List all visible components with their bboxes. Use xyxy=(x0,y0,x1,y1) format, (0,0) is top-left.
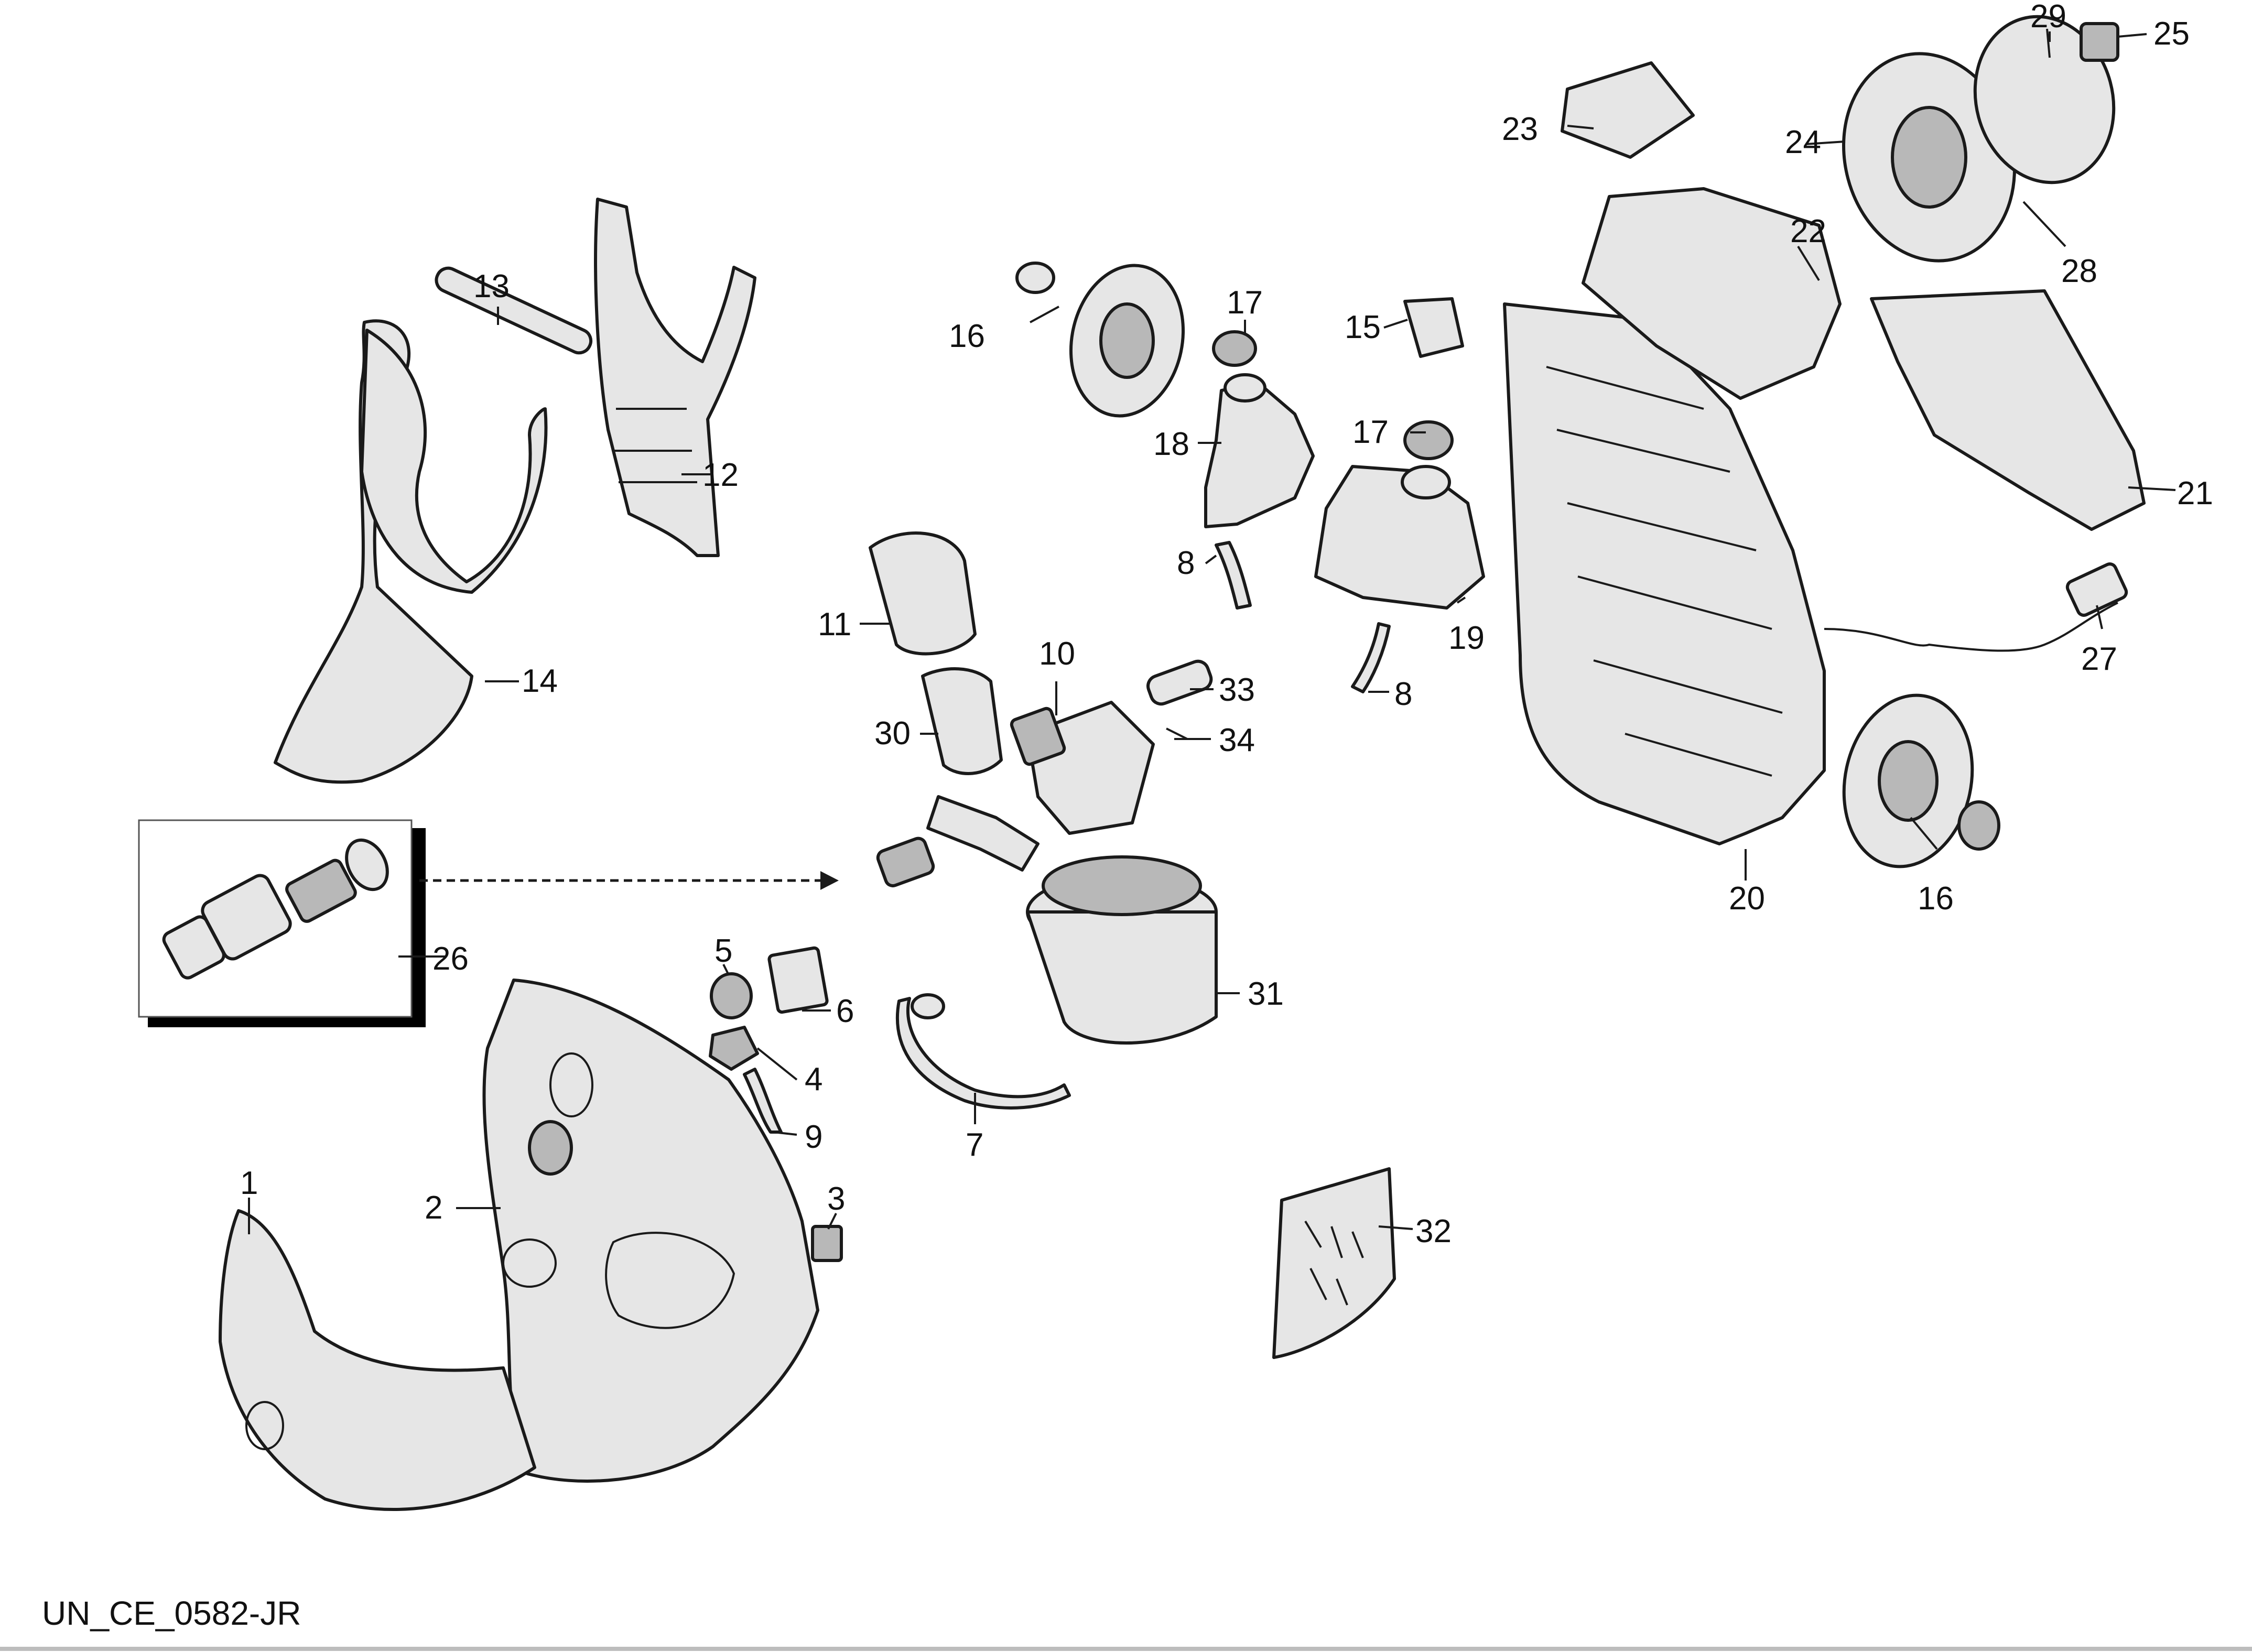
part-23-bracket xyxy=(1561,61,1695,159)
pump-inlet-pipe xyxy=(926,795,1040,872)
callout-2: 2 xyxy=(425,1190,442,1226)
part-7-clamp-strap xyxy=(895,997,1071,1110)
part-12-handle-frame xyxy=(594,198,756,557)
callout-33: 33 xyxy=(1219,672,1255,708)
part-30-filter-insert xyxy=(921,667,1003,775)
inset-link-arrowhead xyxy=(820,871,839,890)
front-cover-hole xyxy=(245,1401,284,1450)
part-16-wheel-lower-hub xyxy=(1878,740,1939,822)
part-26-inlet-coupling xyxy=(162,838,389,980)
part-19-water-tank xyxy=(1314,465,1485,610)
callout-5: 5 xyxy=(714,933,732,969)
part-22-top-cover xyxy=(1582,187,1842,400)
callouts: 1 2 3 4 5 6 7 8 8 9 10 11 12 13 14 15 16… xyxy=(240,0,2213,1249)
callout-12: 12 xyxy=(702,457,739,493)
part-18-detergent-bottle xyxy=(1204,381,1315,528)
part-28-reel-back xyxy=(1973,15,2116,184)
part-34-pin xyxy=(1166,727,1188,740)
part-3-switch xyxy=(811,1225,843,1262)
part-27-plug xyxy=(2065,562,2128,617)
part-17-cap-lower xyxy=(1403,420,1454,460)
housing-window xyxy=(605,1232,735,1329)
pump-inlet-fitting xyxy=(876,836,935,888)
part-7-clamp-tab xyxy=(911,993,945,1019)
callout-14: 14 xyxy=(522,663,558,699)
callout-15: 15 xyxy=(1345,309,1381,345)
part-17-cap-top xyxy=(1212,330,1257,367)
callout-32: 32 xyxy=(1415,1213,1452,1249)
part-21-side-cover xyxy=(1870,289,2146,531)
leader-lines xyxy=(248,31,2176,1234)
part-16-hubcap-top xyxy=(1015,262,1055,294)
part-32-screws xyxy=(1304,1220,1364,1306)
part-24-reel-front-hub xyxy=(1891,106,1967,209)
part-32-screw-bag xyxy=(1272,1167,1396,1359)
part-10-pump-block xyxy=(1010,707,1066,766)
callout-13: 13 xyxy=(473,268,510,305)
part-20-chassis xyxy=(1503,302,1826,845)
part-25-reel-knob xyxy=(2080,22,2119,62)
callout-26: 26 xyxy=(432,941,469,977)
housing-opening-top xyxy=(549,1052,593,1117)
part-13-handle xyxy=(435,266,593,355)
callout-34: 34 xyxy=(1219,722,1255,758)
callout-22: 22 xyxy=(1790,213,1826,249)
part-11-filter-cup xyxy=(869,531,977,656)
callout-31: 31 xyxy=(1248,976,1284,1012)
part-31-motor xyxy=(1026,910,1218,1045)
callout-17-lower: 17 xyxy=(1352,414,1389,450)
housing-opening-low xyxy=(502,1238,557,1288)
callout-6: 6 xyxy=(836,993,854,1029)
part-16-hubcap-lower xyxy=(1957,800,2000,851)
callout-16-lower: 16 xyxy=(1918,881,1954,917)
part-27-power-cord xyxy=(1824,602,2118,652)
callout-9: 9 xyxy=(805,1119,822,1155)
part-18-bottle-neck xyxy=(1224,373,1266,403)
part-5-knob xyxy=(710,972,753,1019)
callout-18: 18 xyxy=(1153,426,1189,462)
part-20-chassis-ribs xyxy=(1546,366,1783,777)
part-16-wheel-top-hub xyxy=(1099,302,1155,379)
part-29-reel-crank xyxy=(2046,28,2051,58)
callout-24: 24 xyxy=(1785,124,1821,160)
part-4-valve xyxy=(709,1026,759,1071)
callout-10: 10 xyxy=(1039,636,1075,672)
callout-19: 19 xyxy=(1448,620,1485,656)
part-8-hose-lower xyxy=(1351,622,1391,693)
callout-16-top: 16 xyxy=(949,318,985,354)
callout-25: 25 xyxy=(2153,16,2190,52)
part-1-front-cover xyxy=(219,1209,536,1511)
drawing-id: UN_CE_0582-JR xyxy=(42,1594,301,1632)
callout-28: 28 xyxy=(2061,253,2097,289)
callout-23: 23 xyxy=(1502,111,1538,147)
housing-opening-mid xyxy=(528,1120,573,1176)
part-14-stand-fork xyxy=(360,329,548,594)
callout-1: 1 xyxy=(240,1165,258,1201)
part-12-frame-rib xyxy=(613,408,697,483)
part-19-tank-neck xyxy=(1401,465,1451,499)
callout-8-upper: 8 xyxy=(1177,545,1195,581)
callout-20: 20 xyxy=(1729,881,1765,917)
part-2-front-housing xyxy=(482,979,819,1483)
callout-27: 27 xyxy=(2081,641,2117,677)
part-8-hose-upper xyxy=(1215,541,1252,610)
part-31-motor-winding xyxy=(1042,855,1202,916)
callout-11: 11 xyxy=(818,606,851,643)
callout-8-lower: 8 xyxy=(1394,676,1412,712)
callout-30: 30 xyxy=(874,715,911,752)
callout-21: 21 xyxy=(2177,475,2213,512)
part-33-fitting xyxy=(1146,659,1213,706)
part-15-holder xyxy=(1403,297,1464,358)
callout-29: 29 xyxy=(2030,0,2066,35)
part-6-switch-block xyxy=(767,946,829,1014)
callout-4: 4 xyxy=(805,1061,822,1097)
callout-7: 7 xyxy=(966,1127,983,1163)
callout-3: 3 xyxy=(827,1181,845,1217)
callout-17-top: 17 xyxy=(1227,285,1263,321)
